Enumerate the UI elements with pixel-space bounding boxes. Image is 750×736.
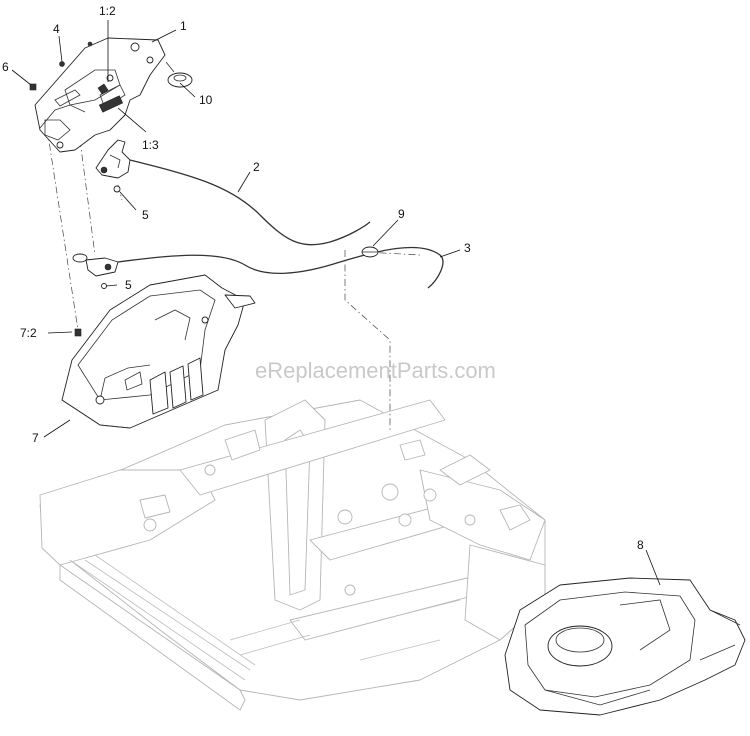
lever-upper [95, 139, 131, 193]
callout-7-2: 7:2 [20, 326, 37, 340]
control-panel-part-1 [34, 37, 166, 153]
callout-8: 8 [637, 538, 644, 552]
callout-4: 4 [53, 22, 60, 36]
cables [117, 159, 444, 289]
cable-part-2 [129, 159, 371, 246]
chassis-frame [39, 399, 546, 711]
callout-2: 2 [253, 160, 260, 174]
console-pod-part-7 [61, 274, 256, 429]
callout-3: 3 [464, 241, 471, 255]
callout-10: 10 [199, 93, 213, 107]
leader-lines [11, 20, 661, 586]
callout-5-upper: 5 [142, 208, 149, 222]
lever-lower [72, 253, 119, 289]
callout-1: 1 [180, 19, 187, 33]
callout-labels: 1 1:2 4 6 10 1:3 2 5 9 3 5 7:2 7 8 [2, 4, 644, 552]
grommet-part-10 [165, 61, 193, 88]
bolt-part-6 [29, 83, 37, 91]
callout-7: 7 [32, 431, 39, 445]
watermark: eReplacementParts.com [255, 358, 496, 383]
callout-1-2: 1:2 [99, 4, 116, 18]
callout-6: 6 [2, 60, 9, 74]
callout-9: 9 [398, 207, 405, 221]
callout-1-3: 1:3 [142, 138, 159, 152]
cable-part-3 [117, 246, 444, 289]
screw-part-4 [59, 41, 93, 67]
seat-pan-part-8 [504, 577, 746, 716]
clip-part-7-2 [74, 328, 82, 337]
callout-5-lower: 5 [125, 278, 132, 292]
